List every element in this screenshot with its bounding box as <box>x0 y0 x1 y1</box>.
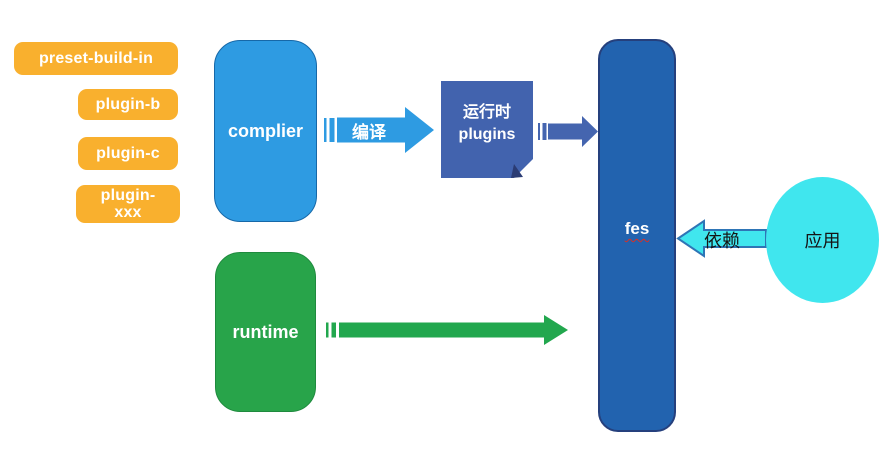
app-label: 应用 <box>804 231 841 251</box>
runtime-plugins-line1: 运行时 <box>462 104 511 121</box>
compile-arrow <box>324 107 434 153</box>
badge-plugin-xxx-line2: xxx <box>114 204 142 221</box>
plugins-to-fes-arrow <box>538 116 598 147</box>
runtime-plugins-label: 运行时 plugins <box>441 102 533 146</box>
complier-label: complier <box>227 120 304 141</box>
badge-plugin-c: plugin-c <box>78 137 178 170</box>
runtime-to-fes-arrow <box>326 315 568 345</box>
runtime-plugins-line2: plugins <box>458 126 516 143</box>
badge-plugin-xxx: plugin- xxx <box>76 185 180 223</box>
app-ellipse: 应用 <box>766 177 879 303</box>
badge-plugin-b: plugin-b <box>78 89 178 120</box>
badge-preset-build-in: preset-build-in <box>14 42 178 75</box>
badge-preset-build-in-label: preset-build-in <box>38 49 154 67</box>
runtime-plugins-node <box>441 81 533 178</box>
compile-arrow-label: 编译 <box>352 123 386 142</box>
badge-plugin-xxx-label: plugin- xxx <box>101 187 156 221</box>
depends-arrow-label: 依赖 <box>704 231 740 251</box>
runtime-label: runtime <box>232 321 299 342</box>
runtime-node: runtime <box>215 252 316 412</box>
fes-label: fes <box>624 219 650 238</box>
complier-node: complier <box>214 40 317 222</box>
fes-node <box>598 39 676 432</box>
badge-plugin-c-label: plugin-c <box>96 144 160 162</box>
badge-plugin-b-label: plugin-b <box>95 95 161 113</box>
badge-plugin-xxx-line1: plugin- <box>100 187 156 204</box>
